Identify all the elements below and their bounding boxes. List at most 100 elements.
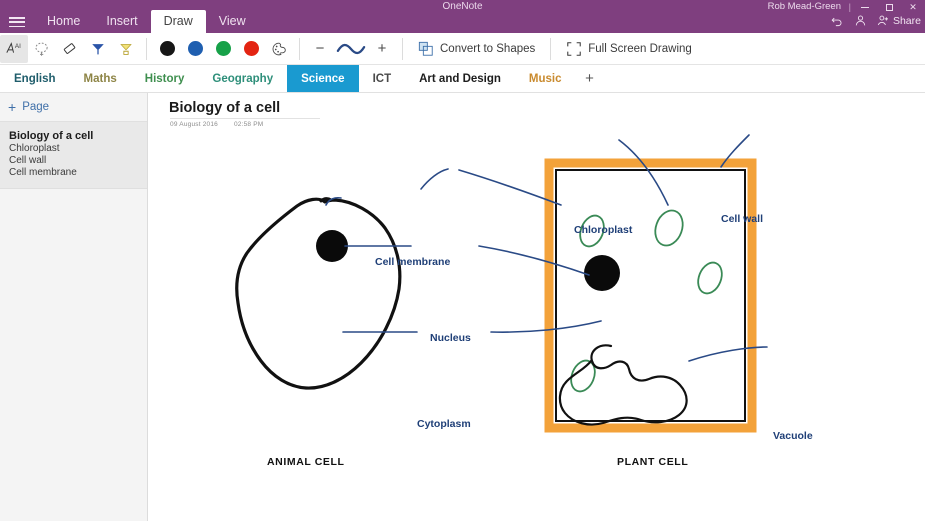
add-section-button[interactable]: +: [585, 70, 594, 87]
plant-cell-nucleus: [584, 255, 620, 291]
page-timestamp: 09 August 2016 02:58 PM: [170, 118, 320, 128]
annotation-cell-membrane[interactable]: Cell membrane: [375, 256, 451, 268]
toolbar-divider-3: [402, 37, 403, 60]
highlighter-glyph: [120, 43, 132, 55]
swatch-fill-green: [215, 41, 231, 56]
swatch-fill-blue: [187, 41, 203, 56]
highlighter-icon[interactable]: [112, 35, 140, 63]
convert-to-shapes-button[interactable]: Convert to Shapes: [409, 35, 544, 63]
section-tab-music[interactable]: Music: [528, 72, 562, 85]
leader-cell-membrane-right: [458, 169, 562, 206]
thickness-increase-button[interactable]: +: [377, 40, 387, 57]
close-icon[interactable]: ✕: [909, 1, 917, 12]
plant-cell-wall: [544, 158, 757, 433]
person-glyph: [855, 15, 866, 26]
lasso-select-icon[interactable]: [28, 35, 56, 63]
undo-icon[interactable]: [831, 14, 844, 27]
annotation-nucleus[interactable]: Nucleus: [430, 332, 471, 344]
vacuole-shape: [558, 344, 688, 426]
swatch-fill-black: [159, 41, 175, 56]
section-tab-art-and-design[interactable]: Art and Design: [419, 72, 501, 85]
color-swatch-green[interactable]: [209, 35, 237, 63]
annotation-cell-wall[interactable]: Cell wall: [721, 213, 764, 225]
page-item-line-cell-membrane: Cell membrane: [9, 167, 77, 178]
annotation-vacuole[interactable]: Vacuole: [773, 430, 813, 442]
draw-toolbar: AI: [0, 33, 925, 65]
svg-text:AI: AI: [15, 43, 21, 50]
chloroplast-oval-4: [570, 359, 596, 393]
plus-icon: +: [8, 99, 17, 115]
annotation-chloroplast[interactable]: Chloroplast: [574, 224, 633, 236]
window-controls: ✕: [853, 0, 925, 14]
convert-to-shapes-icon: [418, 41, 433, 56]
page-time: 02:58 PM: [233, 121, 264, 128]
stroke-wave-icon: [336, 43, 366, 54]
ink-drawing-layer: [235, 134, 768, 433]
page-item-line-chloroplast: Chloroplast: [9, 143, 60, 154]
titlebar-separator: |: [848, 2, 851, 12]
section-tab-geography[interactable]: Geography: [212, 72, 274, 85]
leader-vacuole: [688, 346, 768, 362]
leader-nucleus-right: [478, 245, 590, 276]
leader-chloroplast: [618, 139, 669, 206]
toolbar-divider-1: [146, 37, 147, 60]
page-sidebar: + Page Biology of a cell Chloroplast Cel…: [0, 93, 148, 521]
ink-to-text-icon[interactable]: AI: [0, 34, 28, 63]
section-tab-history[interactable]: History: [144, 72, 185, 85]
leader-cell-wall: [720, 134, 750, 168]
annotation-cytoplasm[interactable]: Cytoplasm: [417, 418, 471, 430]
title-bar: OneNote Home Insert Draw View Rob Mead-G…: [0, 0, 925, 38]
thickness-decrease-button[interactable]: −: [315, 40, 325, 57]
animal-cell-drawing: [235, 197, 402, 390]
caption-animal-cell[interactable]: ANIMAL CELL: [267, 456, 345, 468]
pen-icon[interactable]: [84, 35, 112, 63]
full-screen-drawing-button[interactable]: Full Screen Drawing: [557, 35, 701, 63]
maximize-icon[interactable]: [877, 0, 901, 14]
share-button[interactable]: Share: [877, 14, 921, 27]
color-swatch-blue[interactable]: [181, 35, 209, 63]
page-item-title: Biology of a cell: [9, 130, 94, 142]
section-tab-science[interactable]: Science: [287, 65, 359, 92]
page-title[interactable]: Biology of a cell: [169, 100, 281, 116]
minimize-icon[interactable]: [853, 0, 877, 14]
chloroplast-oval-1: [579, 214, 605, 248]
toolbar-group-tools: AI: [0, 33, 140, 65]
eraser-glyph: [63, 42, 76, 54]
ink-to-text-glyph: AI: [6, 41, 21, 53]
undo-arrow-glyph: [831, 17, 842, 27]
eraser-icon[interactable]: [56, 35, 84, 63]
section-tab-english[interactable]: English: [14, 72, 56, 85]
toolbar-divider-2: [299, 37, 300, 60]
add-page-label: Page: [22, 101, 50, 113]
swatch-fill-red: [243, 41, 259, 56]
hamburger-menu-icon[interactable]: [6, 15, 28, 29]
caption-plant-cell[interactable]: PLANT CELL: [617, 456, 689, 468]
account-name[interactable]: Rob Mead-Green: [767, 1, 841, 12]
section-tabs: English Maths History Geography Science …: [0, 65, 925, 93]
color-swatch-black[interactable]: [153, 35, 181, 63]
page-list: Biology of a cell Chloroplast Cell wall …: [0, 121, 147, 189]
titlebar-actions: Share: [831, 14, 921, 27]
plant-cell-drawing: [544, 158, 757, 433]
section-tab-maths[interactable]: Maths: [83, 72, 117, 85]
section-tab-ict[interactable]: ICT: [372, 72, 392, 85]
toolbar-group-colors: [153, 33, 293, 65]
menu-tab-insert[interactable]: Insert: [106, 14, 138, 28]
menu-tab-home[interactable]: Home: [47, 14, 81, 28]
full-screen-drawing-label: Full Screen Drawing: [588, 42, 692, 55]
color-swatch-red[interactable]: [237, 35, 265, 63]
add-page-button[interactable]: + Page: [0, 93, 147, 121]
share-person-icon: [877, 15, 888, 26]
note-canvas[interactable]: Biology of a cell 09 August 2016 02:58 P…: [149, 93, 925, 521]
full-screen-icon: [567, 41, 582, 56]
toolbar-group-thickness: − +: [306, 33, 396, 65]
color-palette-icon[interactable]: [265, 35, 293, 63]
leader-cytoplasm-right: [490, 320, 602, 333]
page-list-item-biology-of-a-cell[interactable]: Biology of a cell Chloroplast Cell wall …: [0, 122, 147, 189]
lasso-glyph: [35, 42, 48, 56]
palette-glyph: [272, 42, 286, 55]
account-icon[interactable]: [854, 14, 867, 27]
menu-tab-view[interactable]: View: [218, 14, 246, 28]
thickness-preview: [334, 35, 368, 63]
plant-cell-membrane: [555, 169, 746, 422]
